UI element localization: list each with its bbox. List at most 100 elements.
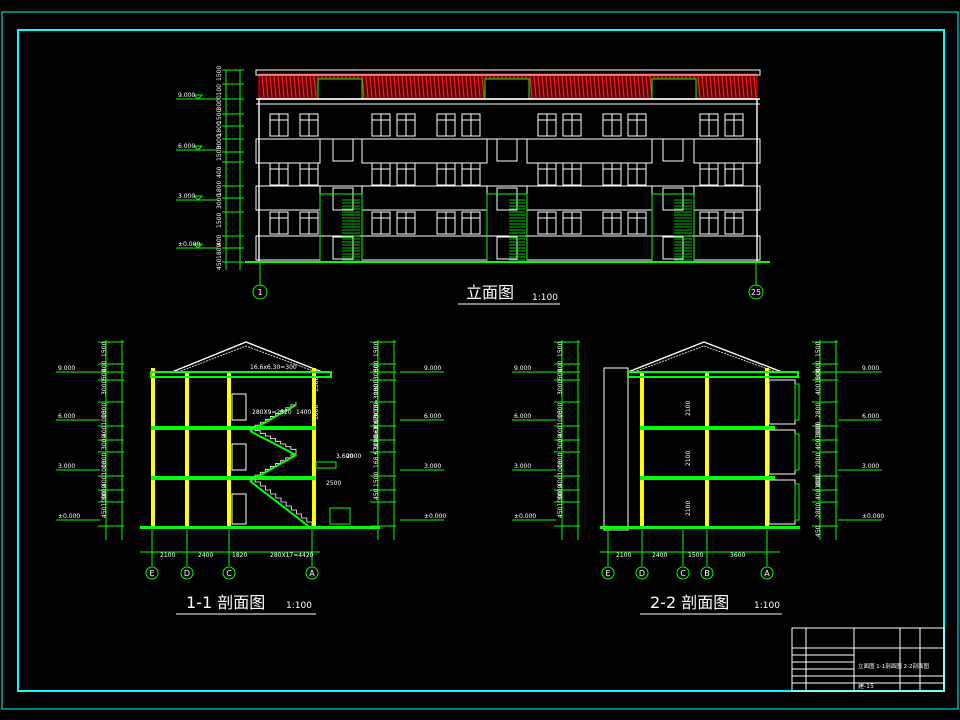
- section-dim-right: 450: [815, 525, 822, 537]
- roof-tile: [453, 75, 457, 98]
- s22-roof: [627, 341, 783, 373]
- s11-door-1: [231, 493, 247, 525]
- section-dim-left: 4001000: [101, 460, 108, 487]
- roof-tile: [369, 75, 373, 98]
- elevation-dim-value: 1500: [216, 213, 223, 228]
- roof-tile: [633, 75, 637, 98]
- roof-tile: [389, 75, 393, 98]
- section-dim-right: 400: [815, 475, 822, 487]
- roof-tile: [749, 75, 753, 98]
- s22-slab-1: [600, 526, 800, 529]
- roof-tile: [585, 75, 589, 98]
- s22-balcony-rail: [794, 383, 800, 421]
- elevation-dim-value: 400: [216, 234, 223, 246]
- section-level-right: 3.000: [862, 463, 879, 470]
- outer-frame: [1, 11, 959, 710]
- section-dim-right: 3000: [373, 435, 380, 450]
- roof-tile: [637, 75, 641, 98]
- elevation-level-value: 3.000: [178, 193, 195, 200]
- section-dim-left: 3000: [557, 485, 564, 500]
- elevation-title: 立面图: [466, 283, 514, 302]
- roof-tile: [393, 75, 397, 98]
- balcony-rail: [255, 138, 321, 164]
- section-1-1-annotation: 16.6x6.30=300: [250, 364, 297, 371]
- section-dim-right: 4001000: [815, 368, 822, 395]
- roof-tile: [753, 75, 757, 98]
- roof-tile: [377, 75, 381, 98]
- roof-tile: [285, 75, 289, 98]
- axis-label: A: [309, 569, 315, 578]
- section-1-1-annotation: 280X9=2520: [252, 409, 292, 416]
- s11-slab-2: [151, 476, 316, 480]
- roof-tile: [297, 75, 301, 98]
- balcony-rail: [693, 138, 761, 164]
- section-dim-right: 3000: [815, 422, 822, 437]
- s11-roof: [171, 341, 323, 373]
- elevation-level-value: 6.000: [178, 143, 195, 150]
- axis-bubble-25: [748, 284, 764, 300]
- roof-tile: [477, 75, 481, 98]
- section-2-2-title: 2-2 剖面图: [650, 593, 729, 612]
- inner-frame: [17, 29, 945, 692]
- elevation-window-small: [662, 138, 684, 162]
- roof-tile: [449, 75, 453, 98]
- elevation-dim-value: 3000: [216, 194, 223, 209]
- elevation-dim-value: 1800: [216, 244, 223, 259]
- section-dim-right: 1500: [373, 472, 380, 487]
- level-triangle: [192, 195, 204, 201]
- level-triangle: [192, 145, 204, 151]
- roof-tile: [289, 75, 293, 98]
- roof-tile: [301, 75, 305, 98]
- s11-wall-c: [227, 372, 231, 528]
- elevation-dim-value: 100: [216, 84, 223, 96]
- axis-label: D: [639, 569, 645, 578]
- s11-wall-e: [151, 368, 155, 528]
- elevation-dim-value: 400: [216, 166, 223, 178]
- axis-bubble: [676, 566, 690, 580]
- s22-balcony-rail: [794, 483, 800, 521]
- section-dim-left: 1500: [557, 342, 564, 357]
- section-level-left: ±0.000: [58, 513, 80, 520]
- roof-tile: [613, 75, 617, 98]
- elevation-window-small: [662, 187, 684, 211]
- axis-label: E: [605, 569, 610, 578]
- roof-tile: [745, 75, 749, 98]
- section-dim-left: 3000: [101, 485, 108, 500]
- roof-tile: [405, 75, 409, 98]
- section-dim-left: 400: [557, 360, 564, 372]
- title-block-drawing-name: 立面图 1-1剖面图 2-2剖面图: [858, 662, 929, 670]
- roof-tile: [433, 75, 437, 98]
- roof-tile: [265, 75, 269, 98]
- axis-bubble: [145, 566, 159, 580]
- roof-tile: [617, 75, 621, 98]
- level-triangle: [192, 243, 204, 249]
- roof-tile: [401, 75, 405, 98]
- roof-tile: [409, 75, 413, 98]
- roof-tile: [573, 75, 577, 98]
- section-1-1-annotation: 1400: [296, 409, 311, 416]
- roof-tile: [705, 75, 709, 98]
- bottom-dim-value: 1500: [688, 552, 703, 559]
- roof-dormer-3: [651, 78, 697, 100]
- stair-slab: [249, 454, 297, 482]
- s22-inner-dim: 2100: [685, 501, 692, 516]
- roof-tile: [437, 75, 441, 98]
- s22-side-wall: [603, 367, 629, 531]
- section-dim-left: 3000: [557, 435, 564, 450]
- section-dim-right: 4001000: [815, 423, 822, 450]
- roof-tile: [561, 75, 565, 98]
- section-level-right: 9.000: [862, 365, 879, 372]
- roof-tile: [729, 75, 733, 98]
- section-dim-left: 400: [101, 360, 108, 372]
- roof-dormer-2: [484, 78, 530, 100]
- roof-tile: [593, 75, 597, 98]
- section-dim-right: 500: [815, 368, 822, 380]
- roof-tile: [425, 75, 429, 98]
- roof-tile: [565, 75, 569, 98]
- roof-tile: [621, 75, 625, 98]
- axis-bubble: [180, 566, 194, 580]
- s11-staircase: [249, 402, 313, 530]
- bottom-dim-value: 280X17=4420: [270, 552, 314, 559]
